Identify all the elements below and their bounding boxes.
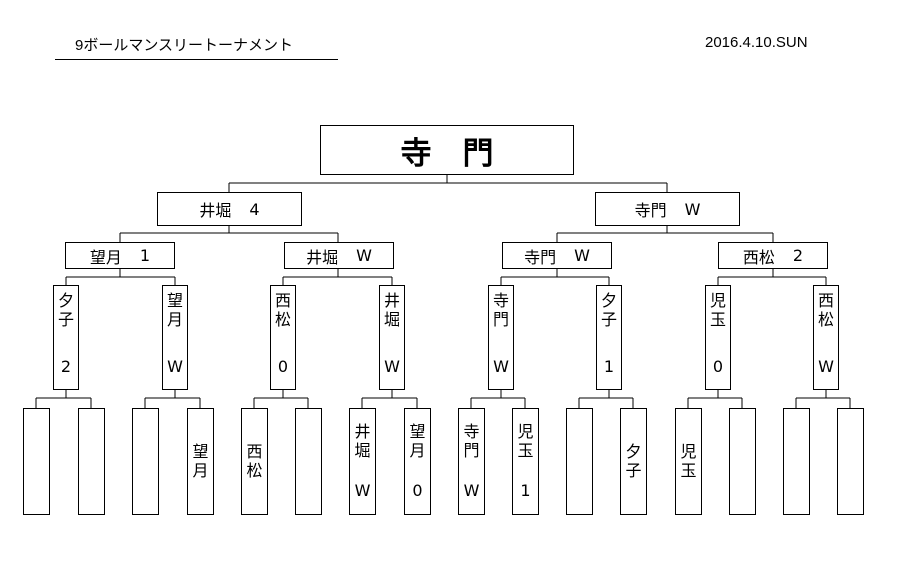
round2-box: 児玉 0 bbox=[705, 285, 731, 390]
player-name: 寺門 bbox=[634, 201, 667, 220]
round2-box: 夕子 1 bbox=[596, 285, 622, 390]
player-score: 2 bbox=[60, 357, 72, 376]
semifinal-box: 寺門 W bbox=[595, 192, 740, 226]
player-score: 0 bbox=[412, 481, 423, 500]
round2-box: 井堀 W bbox=[379, 285, 405, 390]
round1-box: 寺門 W bbox=[458, 408, 485, 515]
tournament-date: 2016.4.10.SUN bbox=[705, 34, 808, 51]
tournament-title: 9ボールマンスリートーナメント bbox=[75, 37, 294, 54]
player-score: 4 bbox=[249, 199, 260, 219]
round1-box: 望月 bbox=[187, 408, 214, 515]
round2-box: 西松 0 bbox=[270, 285, 296, 390]
player-name: 西松 bbox=[742, 247, 775, 267]
round1-box: 井堀 W bbox=[349, 408, 376, 515]
player-name: 井堀 bbox=[199, 201, 232, 220]
player-name: 井堀 bbox=[306, 247, 339, 267]
round1-box bbox=[23, 408, 50, 515]
player-name: 望月 bbox=[192, 442, 209, 480]
round2-box: 望月 W bbox=[162, 285, 188, 390]
quarterfinal-box: 西松 2 bbox=[718, 242, 828, 269]
player-score: W bbox=[167, 357, 183, 376]
round1-box: 夕子 bbox=[620, 408, 647, 515]
player-name: 寺門 bbox=[492, 291, 509, 329]
round1-box bbox=[783, 408, 810, 515]
player-score: 2 bbox=[792, 246, 804, 265]
player-name: 児玉 bbox=[680, 442, 697, 480]
player-name: 望月 bbox=[89, 247, 122, 267]
player-score: 1 bbox=[603, 357, 615, 376]
player-score: 0 bbox=[277, 357, 289, 376]
player-name: 井堀 bbox=[383, 291, 400, 329]
quarterfinal-box: 望月 1 bbox=[65, 242, 175, 269]
player-score: W bbox=[818, 357, 834, 376]
round1-box bbox=[729, 408, 756, 515]
player-score: W bbox=[354, 481, 371, 500]
round1-box bbox=[78, 408, 105, 515]
round1-box bbox=[132, 408, 159, 515]
player-name: 西松 bbox=[246, 442, 263, 480]
title-underline bbox=[55, 59, 338, 60]
player-name: 夕子 bbox=[57, 291, 74, 329]
round1-box: 西松 bbox=[241, 408, 268, 515]
round1-box: 児玉 bbox=[675, 408, 702, 515]
round2-box: 西松 W bbox=[813, 285, 839, 390]
semifinal-box: 井堀 4 bbox=[157, 192, 302, 226]
champion-name: 寺 門 bbox=[400, 135, 494, 172]
round1-box bbox=[295, 408, 322, 515]
quarterfinal-box: 寺門 W bbox=[502, 242, 612, 269]
player-name: 寺門 bbox=[463, 422, 480, 460]
round1-box bbox=[837, 408, 864, 515]
player-name: 望月 bbox=[409, 422, 426, 460]
player-score: W bbox=[463, 481, 480, 500]
round1-box bbox=[566, 408, 593, 515]
player-score: W bbox=[574, 246, 590, 265]
player-score: 1 bbox=[520, 481, 531, 500]
player-score: W bbox=[356, 246, 372, 265]
player-name: 西松 bbox=[817, 291, 834, 329]
champion-box: 寺 門 bbox=[320, 125, 574, 175]
player-name: 西松 bbox=[274, 291, 291, 329]
player-score: 0 bbox=[712, 357, 724, 376]
player-name: 井堀 bbox=[354, 422, 371, 460]
round2-box: 寺門 W bbox=[488, 285, 514, 390]
round1-box: 児玉 1 bbox=[512, 408, 539, 515]
player-score: W bbox=[384, 357, 400, 376]
round2-box: 夕子 2 bbox=[53, 285, 79, 390]
player-score: W bbox=[684, 199, 701, 219]
player-name: 児玉 bbox=[709, 291, 726, 329]
round1-box: 望月 0 bbox=[404, 408, 431, 515]
player-score: W bbox=[493, 357, 509, 376]
quarterfinal-box: 井堀 W bbox=[284, 242, 394, 269]
player-name: 児玉 bbox=[517, 422, 534, 460]
player-name: 望月 bbox=[166, 291, 183, 329]
player-score: 1 bbox=[139, 246, 151, 265]
player-name: 夕子 bbox=[625, 442, 642, 480]
player-name: 夕子 bbox=[600, 291, 617, 329]
player-name: 寺門 bbox=[524, 247, 557, 267]
